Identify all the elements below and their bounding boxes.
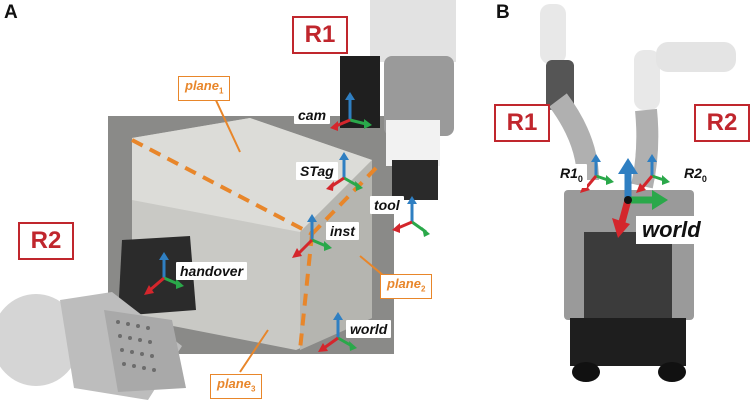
panel-a-photo [0, 0, 456, 400]
robot-label-r1-a: R1 [292, 16, 348, 54]
frame-label-inst: inst [326, 222, 359, 240]
robot-label-r1-b: R1 [494, 104, 550, 142]
frame-label-r1-0: R10 [556, 164, 587, 188]
frame-tool-axes [392, 196, 430, 237]
frame-label-r2-0: R20 [680, 164, 711, 188]
frame-r1-0-axes [580, 154, 614, 193]
plane-label-1: plane1 [178, 76, 231, 101]
frame-inst-axes [292, 214, 332, 258]
panel-label-a: A [4, 2, 18, 23]
frame-cam-axes [330, 92, 372, 131]
frame-label-r1-0-text: R1 [560, 165, 578, 181]
frame-stag-axes [326, 152, 363, 191]
frame-label-r2-0-sub: 0 [701, 173, 707, 184]
frame-world-axes-b [612, 158, 668, 238]
plane-label-2-text: plane [387, 276, 421, 291]
frame-r2-0-axes [636, 154, 670, 193]
frame-label-world-b: world [636, 216, 707, 244]
frame-label-r2-0-text: R2 [684, 165, 702, 181]
frame-world-axes-a [318, 312, 357, 352]
plane-label-1-sub: 1 [218, 86, 224, 96]
plane-label-2-sub: 2 [420, 284, 426, 294]
frame-label-tool: tool [370, 196, 404, 214]
frame-label-world-a: world [346, 320, 392, 338]
panel-b-photo [496, 0, 754, 405]
robot-label-r2-b: R2 [694, 104, 750, 142]
robot-label-r2-a: R2 [18, 222, 74, 260]
panel-b-scene [540, 4, 736, 382]
plane-label-1-text: plane [185, 78, 219, 93]
plane-label-3: plane3 [210, 374, 263, 399]
frame-label-stag: STag [296, 162, 338, 180]
panel-a-scene [0, 0, 456, 400]
plane-label-2: plane2 [380, 274, 433, 299]
frame-handover-axes [144, 252, 184, 295]
frame-label-r1-0-sub: 0 [577, 173, 583, 184]
panel-label-b: B [496, 2, 510, 23]
plane-label-3-text: plane [217, 376, 251, 391]
frame-label-cam: cam [294, 106, 331, 124]
frame-label-handover: handover [176, 262, 248, 280]
plane-label-3-sub: 3 [250, 384, 256, 394]
